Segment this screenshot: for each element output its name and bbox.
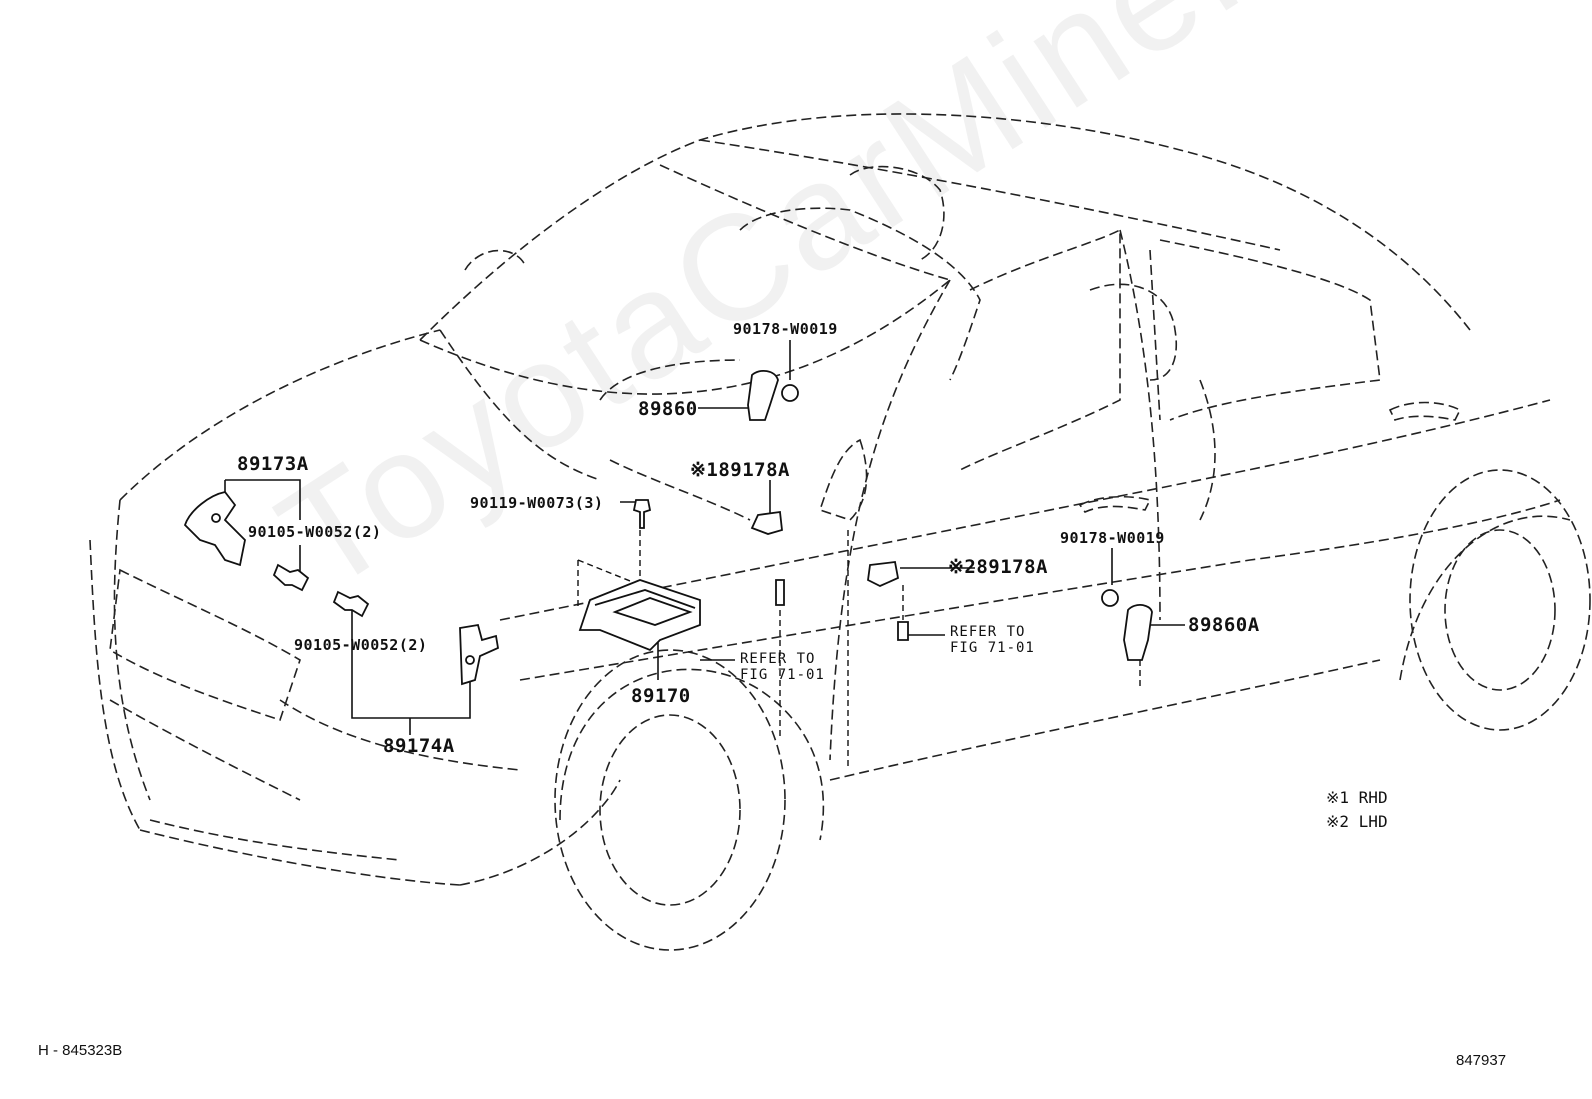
label-89860: 89860 bbox=[638, 398, 698, 420]
refer-left: REFER TO FIG 71-01 bbox=[740, 651, 825, 683]
label-89860A: 89860A bbox=[1188, 614, 1260, 636]
refer-right-line2: FIG 71-01 bbox=[950, 640, 1035, 656]
nut-90178-top bbox=[781, 384, 799, 402]
legend: ※1 RHD ※2 LHD bbox=[1326, 786, 1388, 834]
illustration-code-right: 847937 bbox=[1456, 1052, 1507, 1069]
refer-left-line2: FIG 71-01 bbox=[740, 667, 825, 683]
front-airbag-sensor-89178A-rhd bbox=[750, 510, 783, 535]
dashed-leaders bbox=[577, 530, 1141, 770]
nut-90178-right bbox=[1101, 589, 1119, 607]
car-body-outline bbox=[89, 113, 1591, 951]
label-90178-top: 90178-W0019 bbox=[733, 320, 838, 338]
legend-rhd: ※1 RHD bbox=[1326, 788, 1388, 807]
leader-lines bbox=[224, 340, 1185, 735]
label-90105-upper: 90105-W0052(2) bbox=[248, 523, 382, 541]
label-89178A-rhd: ※189178A bbox=[690, 459, 790, 481]
illustration-code-left: H - 845323B bbox=[38, 1042, 123, 1059]
bolt-90105-upper bbox=[272, 563, 310, 592]
screw-left bbox=[775, 579, 785, 606]
label-90178-right: 90178-W0019 bbox=[1060, 529, 1165, 547]
screw-right bbox=[897, 621, 909, 641]
components bbox=[183, 369, 1153, 686]
label-90105-lower: 90105-W0052(2) bbox=[294, 636, 428, 654]
label-90119: 90119-W0073(3) bbox=[470, 494, 604, 512]
label-89174A: 89174A bbox=[383, 735, 455, 757]
refer-right-line1: REFER TO bbox=[950, 624, 1026, 640]
bolt-90105-lower bbox=[332, 590, 370, 618]
legend-lhd: ※2 LHD bbox=[1326, 812, 1388, 831]
side-airbag-sensor-89860 bbox=[747, 369, 779, 421]
label-89178A-lhd: ※289178A bbox=[948, 556, 1048, 578]
front-sensor-bracket-89174A bbox=[459, 623, 500, 686]
screw-90119 bbox=[632, 499, 652, 529]
label-89173A: 89173A bbox=[237, 453, 309, 475]
label-89170: 89170 bbox=[631, 685, 691, 707]
refer-left-line1: REFER TO bbox=[740, 651, 816, 667]
refer-right: REFER TO FIG 71-01 bbox=[950, 624, 1035, 656]
front-sensor-bracket-89173A bbox=[183, 491, 246, 567]
front-airbag-sensor-89178A-lhd bbox=[867, 561, 900, 587]
side-airbag-sensor-89860A bbox=[1123, 604, 1153, 661]
